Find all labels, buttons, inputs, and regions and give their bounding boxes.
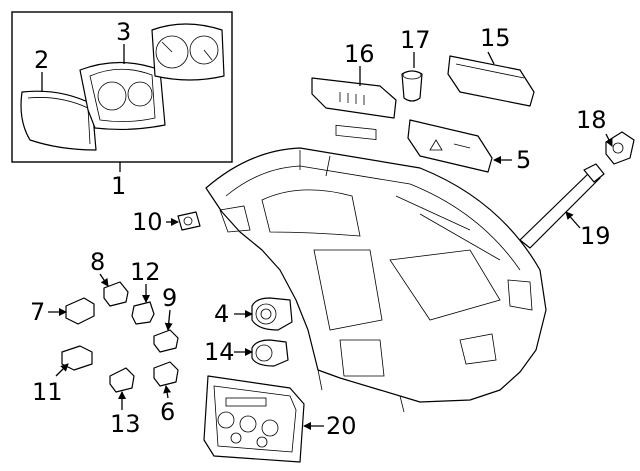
part-14-socket xyxy=(251,339,289,367)
lead-9 xyxy=(164,309,173,331)
part-19-bar xyxy=(519,163,605,249)
callout-18: 18 xyxy=(576,106,607,134)
lead-6 xyxy=(163,385,172,399)
cluster-housing xyxy=(79,61,166,131)
callout-1: 1 xyxy=(111,172,126,200)
part-12-switch xyxy=(131,301,155,325)
part-20-climate-control xyxy=(203,375,305,463)
callout-13: 13 xyxy=(110,410,141,438)
callout-12: 12 xyxy=(130,258,161,286)
lead-8 xyxy=(99,273,109,287)
part-7-switch xyxy=(65,297,95,325)
callout-14: 14 xyxy=(204,338,235,366)
callout-8: 8 xyxy=(90,248,105,276)
callout-4: 4 xyxy=(214,300,229,328)
callout-2: 2 xyxy=(34,46,49,74)
part-17-knob xyxy=(401,70,423,102)
instrument-panel xyxy=(205,147,547,413)
part-9-switch xyxy=(153,329,179,353)
part-15-module xyxy=(447,55,535,107)
cluster-lens xyxy=(20,90,97,151)
callout-15: 15 xyxy=(480,24,511,52)
callout-6: 6 xyxy=(160,398,175,426)
callout-17: 17 xyxy=(400,26,431,54)
part-4-socket xyxy=(251,297,293,331)
callout-9: 9 xyxy=(162,284,177,312)
callout-11: 11 xyxy=(32,378,63,406)
lead-18 xyxy=(605,133,613,147)
callout-5: 5 xyxy=(516,146,531,174)
part-18-sensor xyxy=(605,131,635,165)
callout-19: 19 xyxy=(580,222,611,250)
part-5-hazard-panel xyxy=(407,119,493,173)
callout-16: 16 xyxy=(344,40,375,68)
callout-10: 10 xyxy=(132,208,163,236)
part-10-socket xyxy=(177,211,201,231)
cluster-gauge-board xyxy=(151,23,225,81)
callout-20: 20 xyxy=(326,412,357,440)
lead-19 xyxy=(565,211,581,229)
callout-3: 3 xyxy=(116,18,131,46)
part-6-switch xyxy=(153,361,179,387)
lead-11 xyxy=(55,363,69,377)
part-13-switch xyxy=(109,367,135,393)
lead-15 xyxy=(487,51,495,65)
part-16-switch-panel xyxy=(311,77,397,140)
part-8-switch xyxy=(103,281,129,307)
callout-7: 7 xyxy=(30,298,45,326)
